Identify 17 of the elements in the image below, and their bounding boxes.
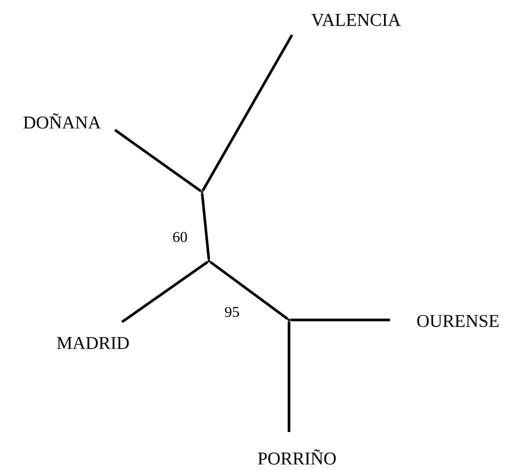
branch-point	[200, 190, 204, 194]
leaf-label: DOÑANA	[24, 113, 101, 129]
branch-point	[288, 318, 290, 322]
branch-line	[290, 318, 390, 322]
leaf-label: MADRID	[57, 337, 129, 349]
branch-line	[121, 260, 209, 324]
leaf-label: PORRIÑO	[258, 449, 336, 465]
branch-line	[288, 321, 290, 432]
support-value: 60	[172, 230, 188, 244]
branch-line	[200, 193, 210, 260]
branch-line	[202, 34, 294, 192]
support-value: 95	[224, 306, 240, 318]
branch-line	[209, 260, 289, 320]
leaf-label: OURENSE	[417, 314, 499, 328]
branch-point	[208, 260, 210, 262]
leaf-label: VALENCIA	[311, 14, 401, 26]
branch-line	[114, 128, 202, 192]
